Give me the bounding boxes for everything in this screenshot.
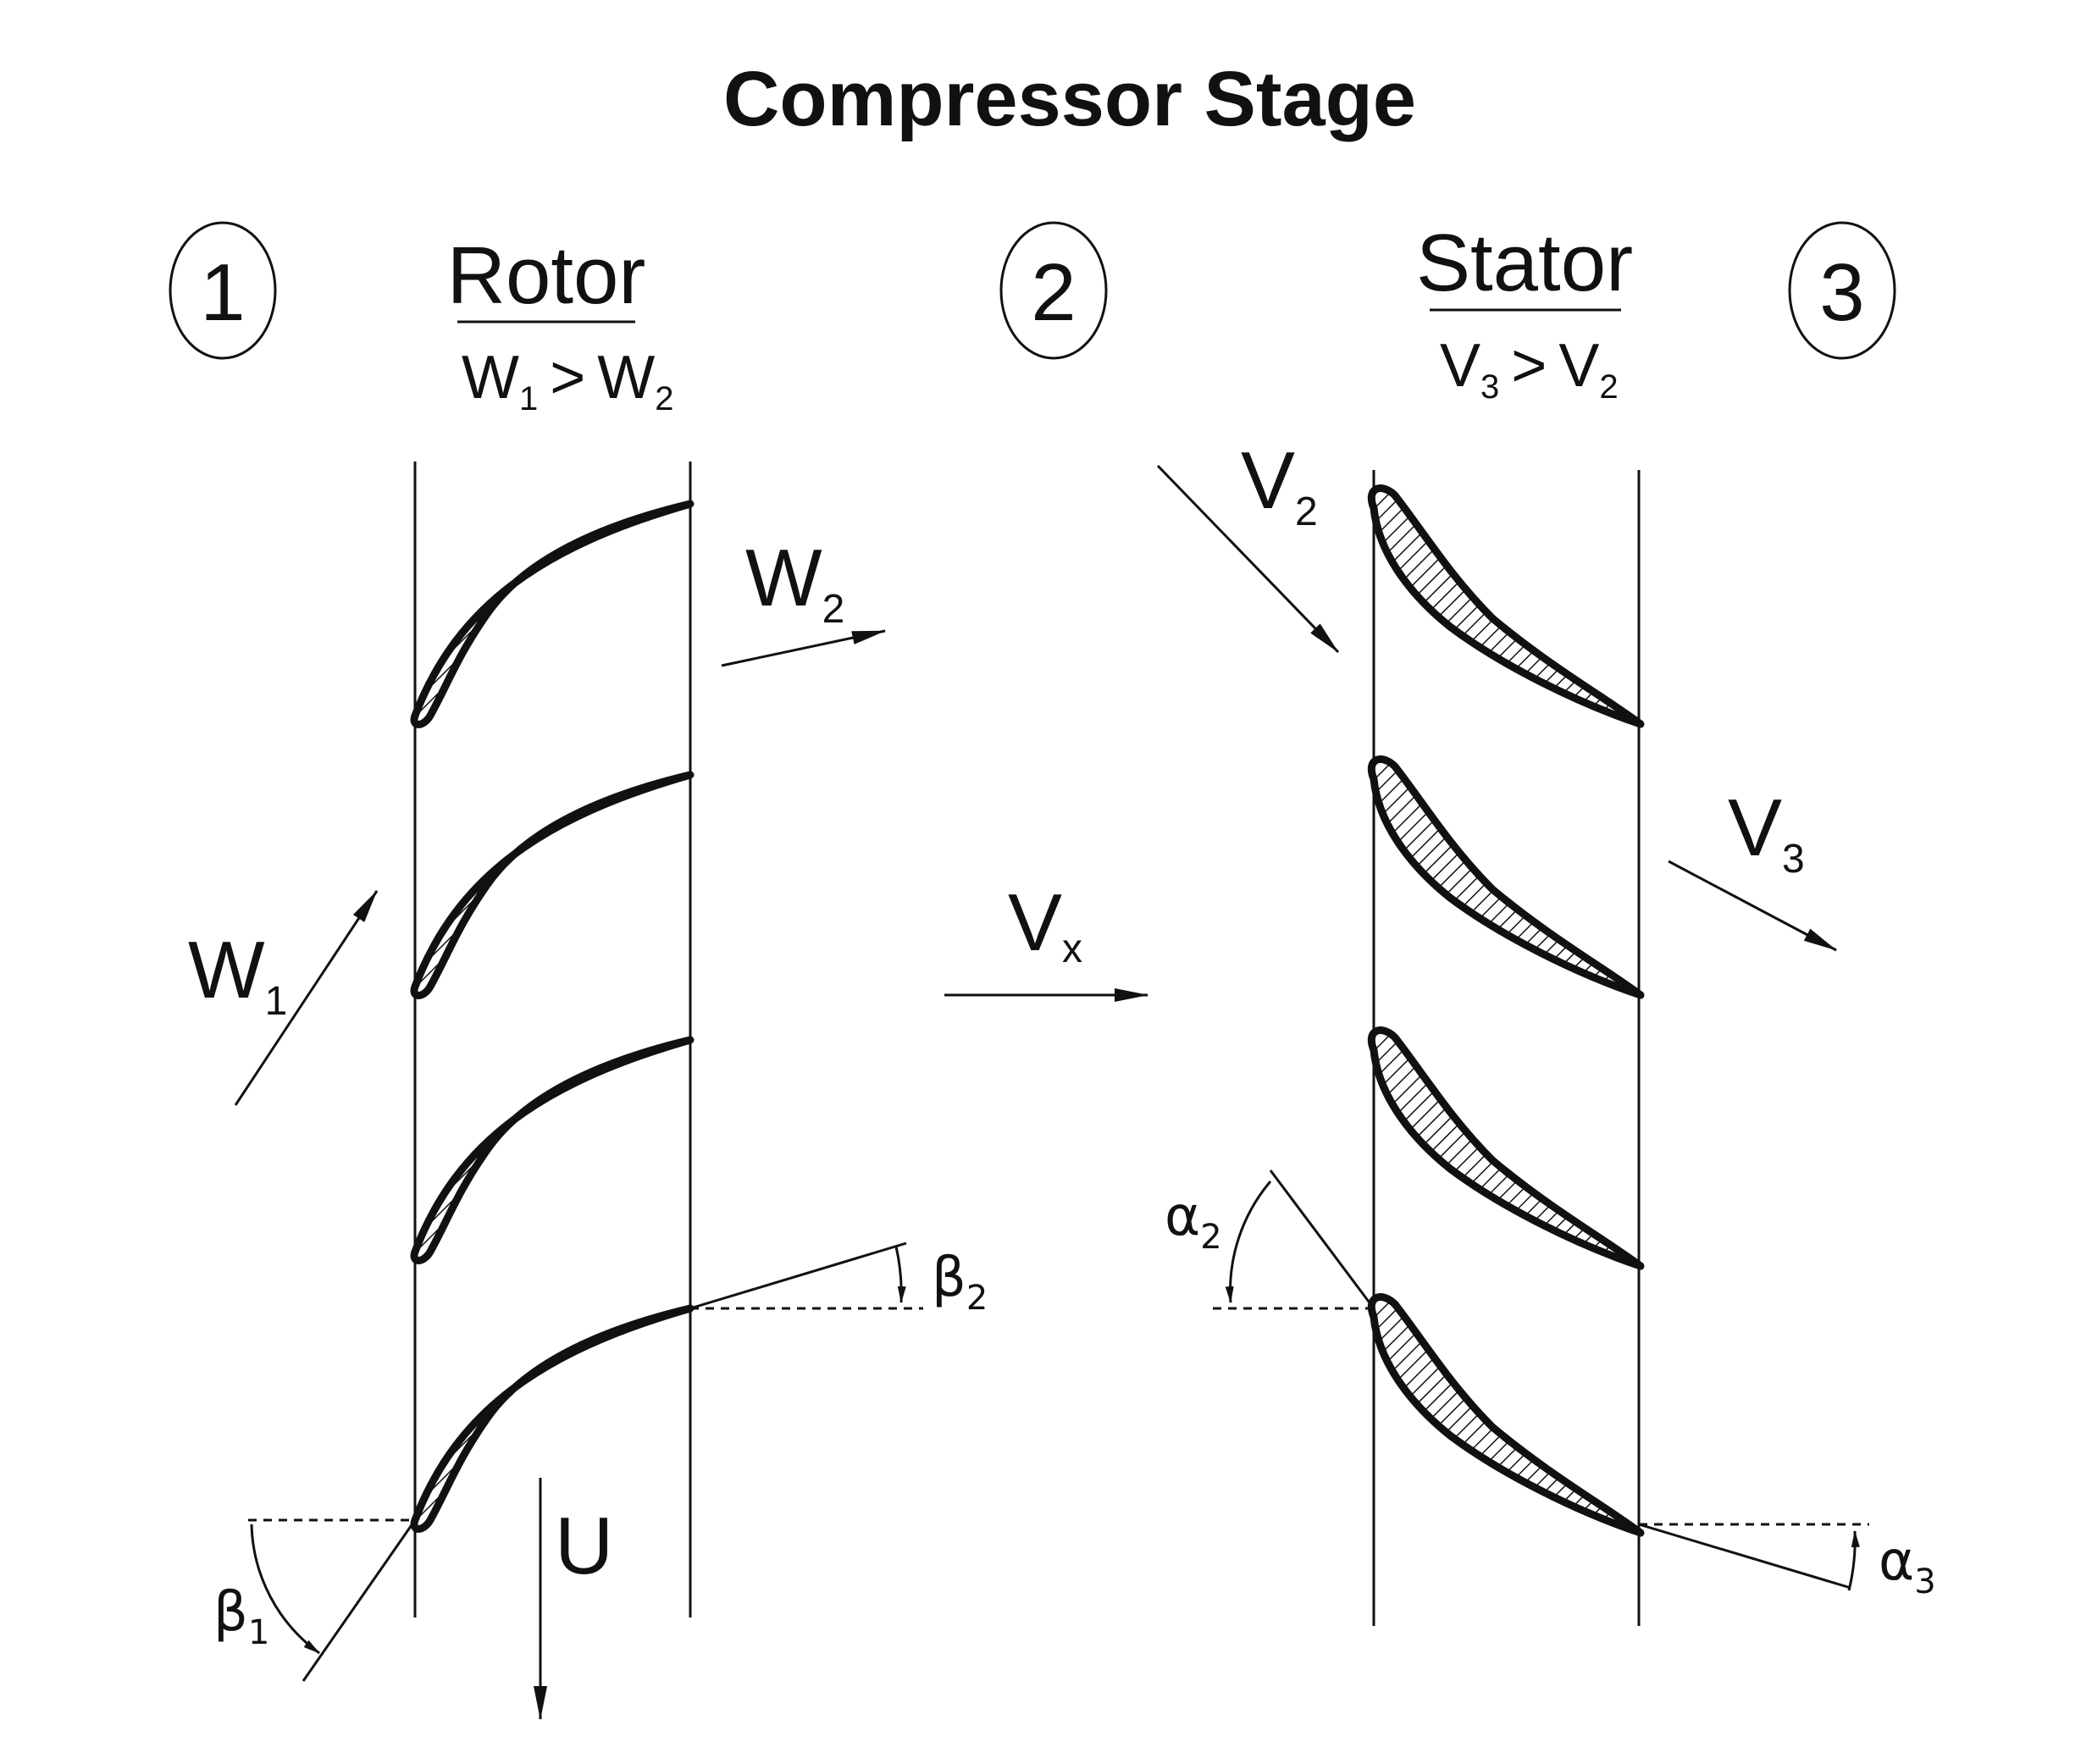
station-3-label: 3: [1819, 247, 1864, 338]
u-label: U: [555, 1501, 613, 1591]
w2-label: W2: [745, 533, 844, 632]
diagram-title: Compressor Stage: [723, 56, 1416, 142]
vx-label: Vx: [1008, 877, 1082, 971]
station-2-marker: 2: [999, 221, 1108, 360]
alpha3-angle: α3: [1638, 1523, 1936, 1601]
w1-label: W1: [188, 925, 287, 1024]
rotor-blade: [414, 1308, 690, 1529]
station-1-marker: 1: [169, 221, 277, 360]
rotor-blade: [414, 1040, 690, 1261]
rotor-blade: [414, 504, 690, 725]
rotor-blade: [414, 775, 690, 996]
stator-condition: V3>V2: [1440, 332, 1619, 406]
station-3-marker: 3: [1788, 221, 1896, 360]
station-1-label: 1: [200, 247, 245, 338]
station-2-label: 2: [1031, 247, 1076, 338]
v3-label: V3: [1728, 782, 1805, 882]
v2-arrow: [1156, 464, 1340, 654]
alpha2-angle: α2: [1165, 1170, 1375, 1310]
stator-blade: [1371, 1031, 1641, 1266]
stator-label: Stator: [1416, 218, 1633, 308]
beta1-label: β1: [213, 1581, 269, 1652]
rotor-header: Rotor W1>W2: [447, 230, 674, 417]
stator-blade: [1371, 760, 1641, 995]
w2-arrow: [721, 629, 886, 667]
rotor-condition: W1>W2: [462, 344, 673, 417]
rotor-label: Rotor: [447, 230, 646, 321]
w1-arrow: [234, 890, 379, 1106]
v2-label: V2: [1241, 435, 1318, 534]
beta2-angle: β2: [689, 1241, 988, 1318]
alpha2-label: α2: [1165, 1186, 1222, 1257]
v3-arrow: [1668, 860, 1837, 952]
beta2-label: β2: [932, 1247, 988, 1318]
stator-header: Stator V3>V2: [1416, 218, 1633, 406]
beta1-angle: β1: [213, 1518, 417, 1682]
alpha3-label: α3: [1879, 1530, 1936, 1601]
stator-blade: [1371, 489, 1641, 724]
stator-blade: [1371, 1297, 1641, 1533]
